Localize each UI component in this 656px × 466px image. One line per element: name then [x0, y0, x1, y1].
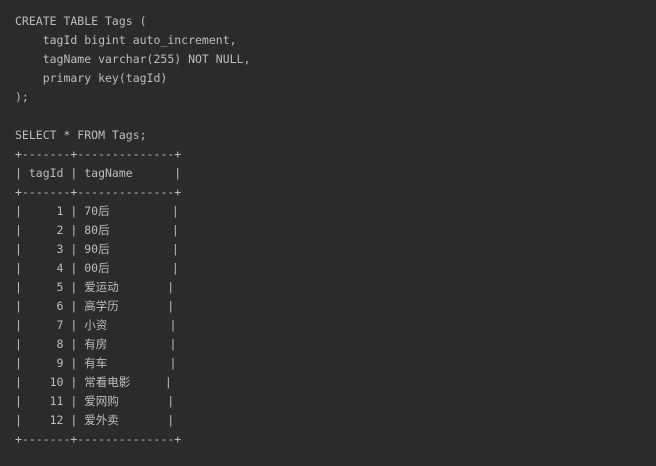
- table-row: | 12 | 爱外卖 |: [15, 413, 175, 427]
- table-header-row: | tagId | tagName |: [15, 166, 182, 180]
- table-row: | 3 | 90后 |: [15, 242, 179, 256]
- table-row: | 2 | 80后 |: [15, 223, 179, 237]
- table-border-header: +-------+--------------+: [15, 185, 182, 199]
- table-row: | 6 | 高学历 |: [15, 299, 175, 313]
- table-row: | 10 | 常看电影 |: [15, 375, 172, 389]
- sql-column-tagid-line: tagId bigint auto_increment,: [15, 33, 237, 47]
- table-row: | 11 | 爱网购 |: [15, 394, 175, 408]
- sql-close-line: );: [15, 90, 29, 104]
- table-row: | 8 | 有房 |: [15, 337, 177, 351]
- sql-column-tagname-line: tagName varchar(255) NOT NULL,: [15, 52, 251, 66]
- sql-select-line: SELECT * FROM Tags;: [15, 128, 147, 142]
- table-row: | 5 | 爱运动 |: [15, 280, 175, 294]
- sql-primary-key-line: primary key(tagId): [15, 71, 168, 85]
- table-row: | 4 | 00后 |: [15, 261, 179, 275]
- table-row: | 1 | 70后 |: [15, 204, 179, 218]
- table-border-bottom: +-------+--------------+: [15, 432, 182, 446]
- table-row: | 9 | 有车 |: [15, 356, 177, 370]
- blank-line: [15, 107, 641, 126]
- table-border-top: +-------+--------------+: [15, 147, 182, 161]
- table-row: | 7 | 小资 |: [15, 318, 177, 332]
- sql-create-line: CREATE TABLE Tags (: [15, 14, 147, 28]
